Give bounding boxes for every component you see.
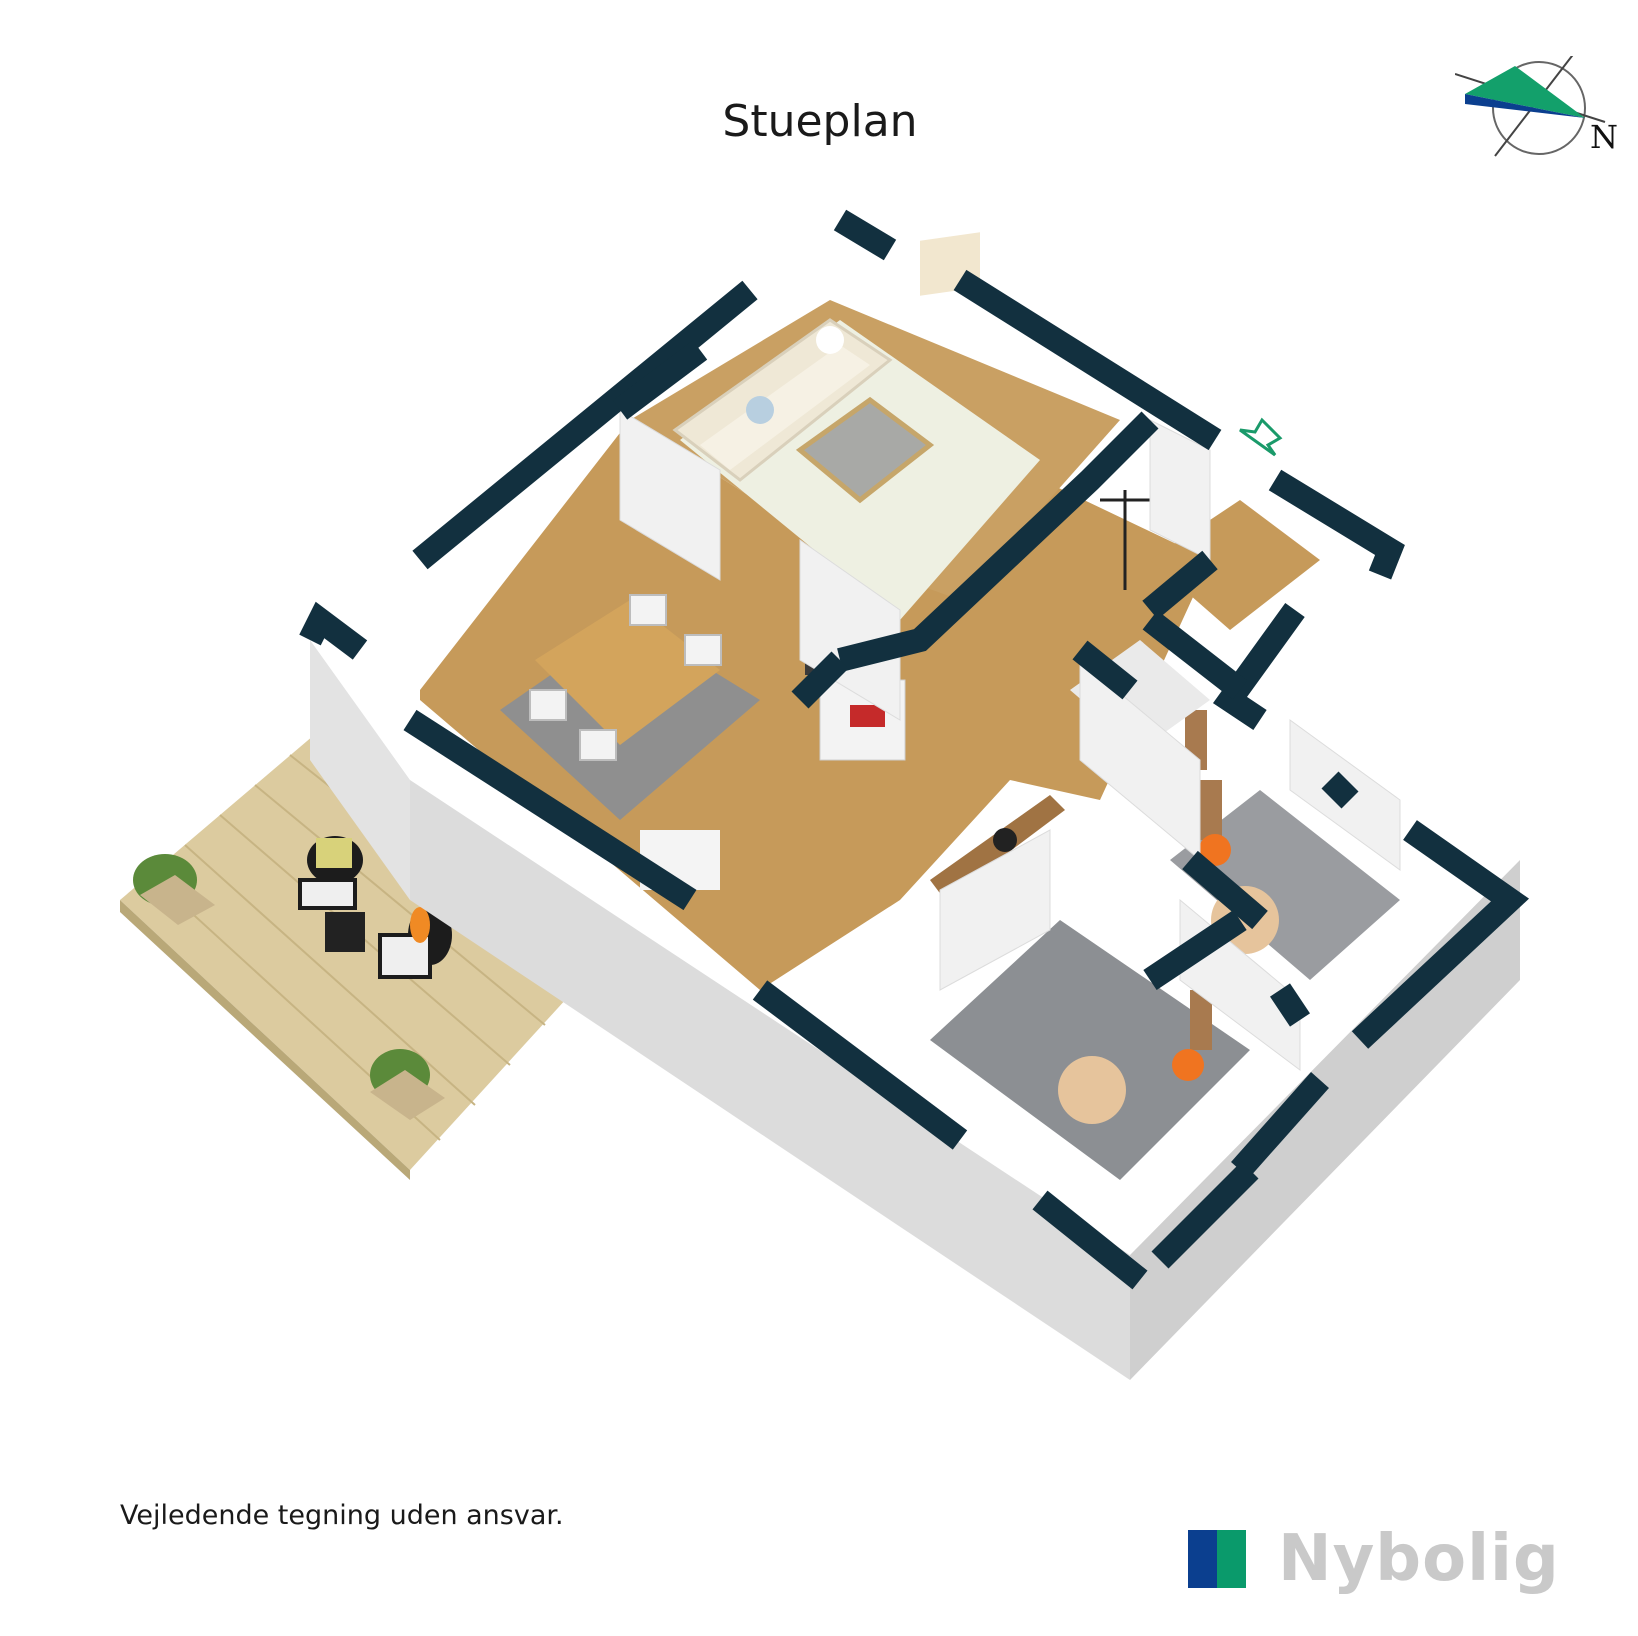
page-title: Stueplan: [722, 96, 918, 147]
terrace: [120, 730, 620, 1180]
garden-chair-icon: [298, 836, 363, 910]
logo-mark-icon: [1188, 1530, 1246, 1588]
coffee-table-icon: [795, 396, 935, 504]
garden-table-icon: [325, 912, 365, 952]
bathroom-floor: [930, 920, 1250, 1180]
brand-logo: Nybolig: [1188, 1522, 1618, 1596]
north-label: N: [1590, 118, 1618, 156]
entrance-arrow-icon: [1239, 417, 1283, 457]
disclaimer-text: Vejledende tegning uden ansvar.: [120, 1500, 564, 1531]
hob-icon: [993, 828, 1017, 852]
logo-text: Nybolig: [1278, 1522, 1560, 1596]
sofa-icon: [672, 318, 893, 482]
toilet-floor: [1170, 790, 1400, 980]
plant-icon: [370, 1049, 445, 1120]
stool-icon: [1199, 834, 1231, 866]
walls: [299, 209, 1530, 1290]
dining-table-icon: [535, 600, 720, 745]
dining-chairs: [529, 594, 722, 761]
compass-icon: [1455, 56, 1606, 157]
stool-icon: [1172, 1049, 1204, 1081]
red-box-icon: [850, 705, 885, 727]
coat-rack-icon: [1100, 490, 1150, 590]
bath-mat-icon: [1058, 1056, 1126, 1124]
plant-icon: [133, 854, 215, 925]
